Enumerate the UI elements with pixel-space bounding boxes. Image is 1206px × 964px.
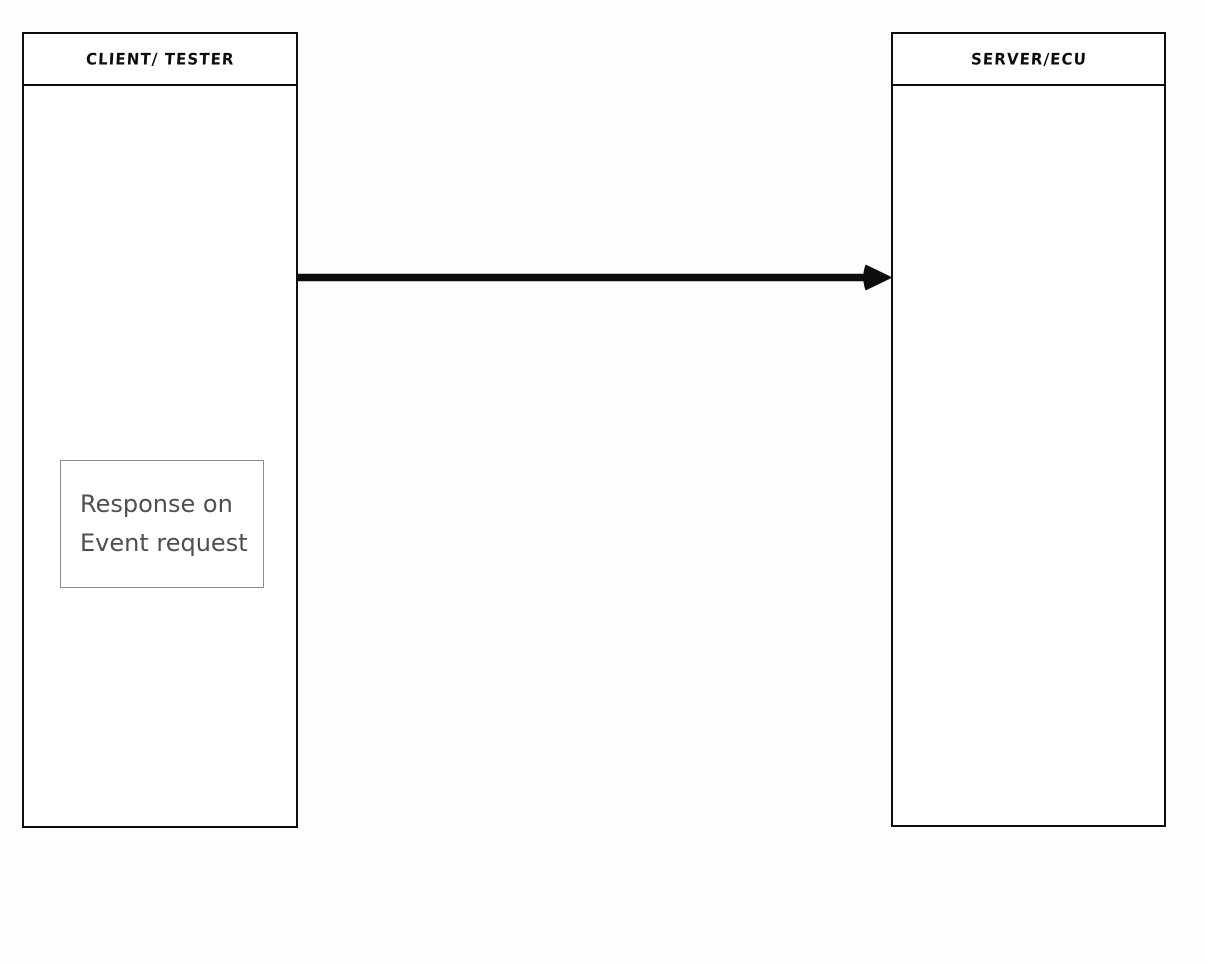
lifeline-client-tester-body: Response on Event request: [24, 86, 296, 826]
lifeline-client-tester[interactable]: CLIENT/ TESTER Response on Event request: [22, 32, 298, 828]
lifeline-client-tester-title: CLIENT/ TESTER: [85, 49, 235, 69]
lifeline-server-ecu-header: SERVER/ECU: [893, 34, 1164, 86]
note-response-on-event-request-line-2: Event request: [80, 529, 248, 557]
lifeline-client-tester-header: CLIENT/ TESTER: [24, 34, 296, 86]
lifeline-server-ecu-title: SERVER/ECU: [970, 49, 1087, 69]
message-arrow-event-request-arrowhead-icon: [863, 264, 892, 291]
note-response-on-event-request[interactable]: Response on Event request: [60, 460, 264, 588]
note-response-on-event-request-line-1: Response on: [80, 490, 233, 518]
message-arrow-event-request[interactable]: [296, 258, 894, 298]
lifeline-server-ecu[interactable]: SERVER/ECU: [891, 32, 1166, 827]
lifeline-server-ecu-body: [893, 86, 1164, 825]
